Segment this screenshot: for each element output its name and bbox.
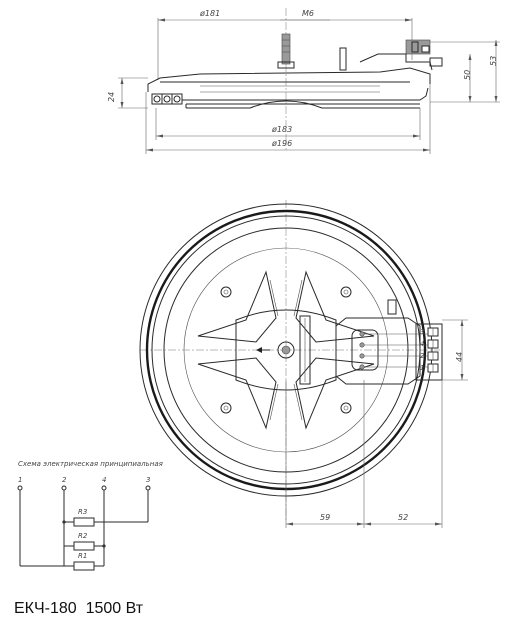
dim-d183: ø183: [271, 125, 292, 134]
resistor-r1-label: R1: [78, 552, 87, 560]
plan-terminal-4: 4: [420, 340, 424, 348]
schematic-terminal-3: 3: [146, 476, 150, 484]
dim-59: 59: [320, 513, 330, 522]
plan-terminal-2: 2: [420, 352, 425, 360]
dim-52: 52: [398, 513, 408, 522]
dim-24: 24: [107, 92, 116, 102]
model-name: ЕКЧ-180: [14, 600, 77, 617]
plan-view: 3 4 2 1 44 59 52: [139, 200, 468, 528]
plan-terminal-3: 3: [420, 328, 424, 336]
schematic-terminal-1: 1: [18, 476, 22, 484]
dim-44: 44: [455, 352, 464, 362]
title-block: ЕКЧ-180 1500 Вт: [14, 600, 143, 618]
dim-d181: ø181: [199, 9, 220, 18]
power-rating: 1500 Вт: [85, 600, 144, 617]
schematic-terminal-4: 4: [102, 476, 106, 484]
schematic-title: Схема электрическая принципиальная: [18, 460, 163, 468]
resistor-r2-label: R2: [78, 532, 88, 540]
resistor-r3-label: R3: [78, 508, 87, 516]
side-section-view: ø181 M6: [107, 8, 500, 154]
dim-50: 50: [463, 70, 472, 80]
dim-53: 53: [489, 56, 498, 66]
dim-m6: M6: [302, 9, 314, 18]
dim-d196: ø196: [271, 139, 292, 148]
plan-terminal-1: 1: [420, 364, 424, 372]
electrical-schematic: Схема электрическая принципиальная 1 2 4…: [17, 460, 163, 571]
schematic-terminal-2: 2: [62, 476, 67, 484]
